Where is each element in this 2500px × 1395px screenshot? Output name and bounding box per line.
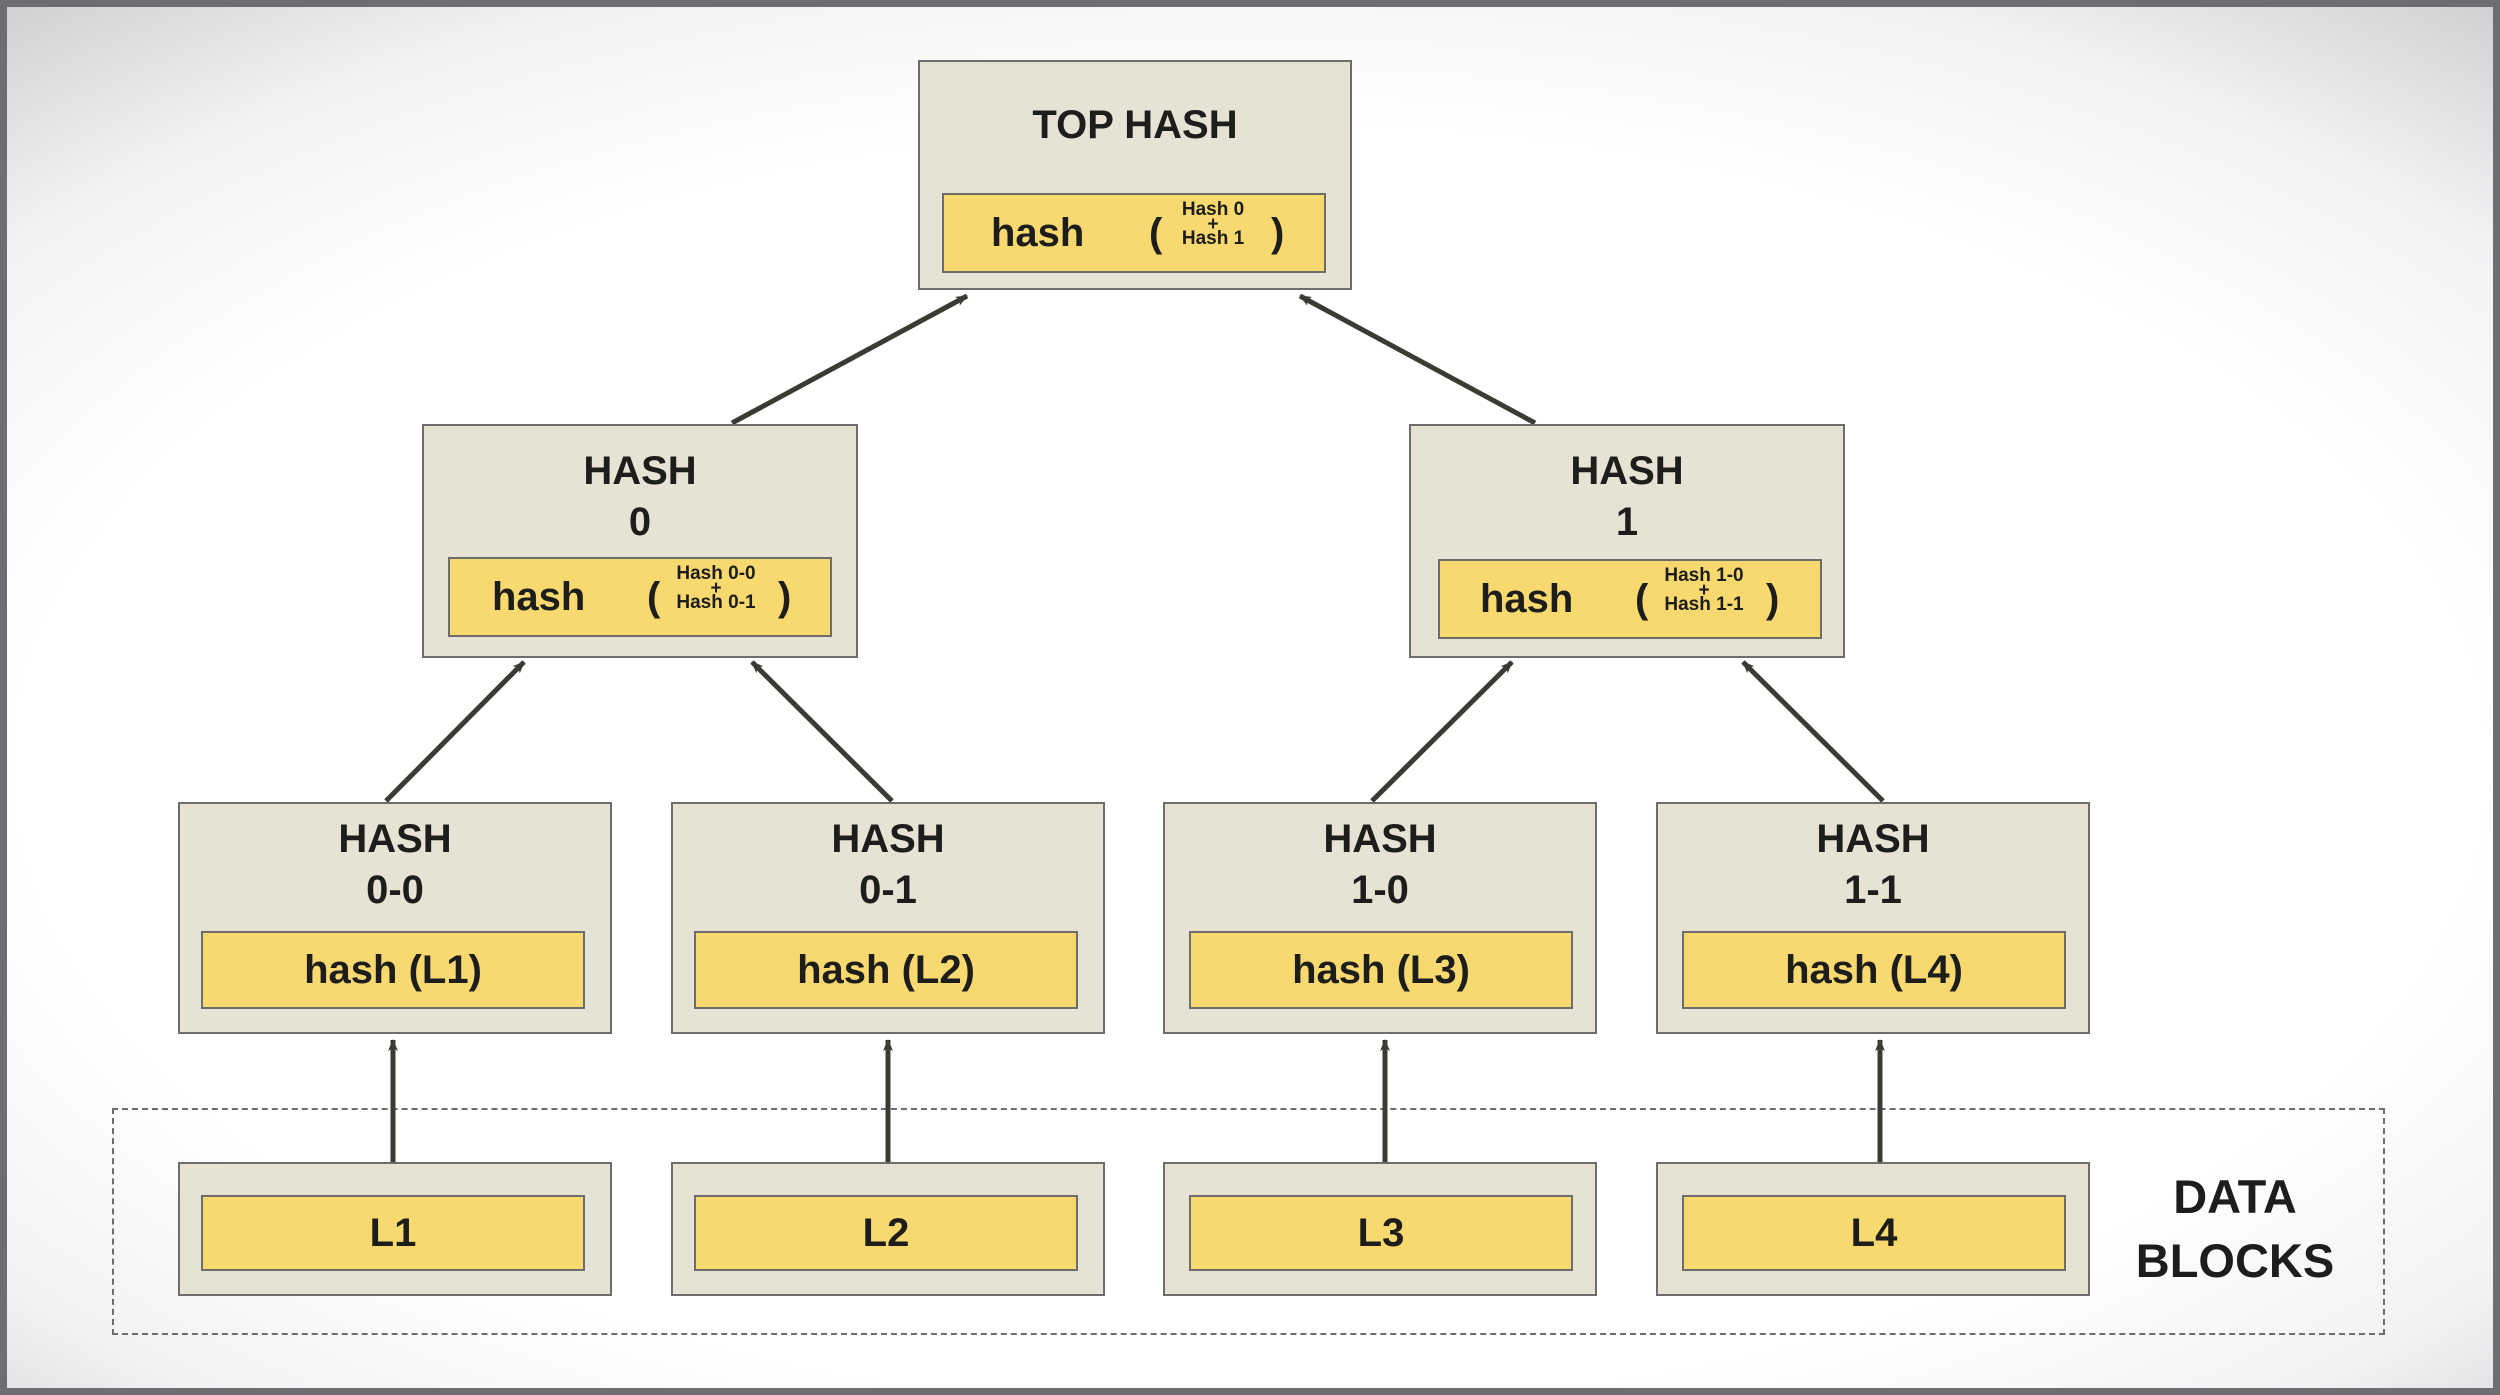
- hash-1-1-value: hash (L4): [1682, 931, 2066, 1009]
- hash-0-1-node: HASH 0-1 hash (L2): [671, 802, 1105, 1034]
- data-block-l1: L1: [178, 1162, 612, 1296]
- data-block-l2: L2: [671, 1162, 1105, 1296]
- data-block-l4-value: L4: [1682, 1195, 2066, 1271]
- hash-1-0-title: HASH 1-0: [1323, 817, 1437, 912]
- hash-0-0-title: HASH 0-0: [338, 817, 452, 912]
- data-block-l4: L4: [1656, 1162, 2090, 1296]
- top-hash-title: TOP HASH: [1032, 103, 1238, 147]
- data-block-l3-value: L3: [1189, 1195, 1573, 1271]
- hash-1-value: hash ( Hash 1-0 + Hash 1-1 ): [1438, 559, 1822, 639]
- data-blocks-label: DATA BLOCKS: [2135, 1170, 2335, 1287]
- hash-0-title: HASH 0: [583, 449, 697, 544]
- arrow-h10-to-h1: [1370, 660, 1514, 803]
- hash-1-title: HASH 1: [1570, 449, 1684, 544]
- hash-0-0-value: hash (L1): [201, 931, 585, 1009]
- top-hash-node: TOP HASH hash ( Hash 0 + Hash 1 ): [918, 60, 1352, 290]
- arrow-h11-to-h1: [1741, 660, 1885, 803]
- hash-inputs: Hash 0-0 + Hash 0-1: [676, 563, 756, 613]
- hash-0-value: hash ( Hash 0-0 + Hash 0-1 ): [448, 557, 832, 637]
- arrow-h1-to-top: [1298, 293, 1537, 426]
- hash-1-node: HASH 1 hash ( Hash 1-0 + Hash 1-1 ): [1409, 424, 1845, 658]
- hash-inputs: Hash 1-0 + Hash 1-1: [1664, 565, 1744, 615]
- data-blocks-region: [112, 1108, 2385, 1335]
- hash-inputs: Hash 0 + Hash 1: [1181, 199, 1245, 249]
- hash-0-node: HASH 0 hash ( Hash 0-0 + Hash 0-1 ): [422, 424, 858, 658]
- hash-1-1-title: HASH 1-1: [1816, 817, 1930, 912]
- arrow-h0-to-top: [730, 293, 969, 426]
- hash-0-0-node: HASH 0-0 hash (L1): [178, 802, 612, 1034]
- open-paren: (: [1149, 211, 1163, 255]
- data-block-l3: L3: [1163, 1162, 1597, 1296]
- open-paren: (: [1635, 577, 1649, 621]
- close-paren: ): [778, 575, 792, 619]
- hash-function-label: hash: [991, 211, 1085, 255]
- arrow-h01-to-h0: [750, 660, 894, 803]
- arrow-h00-to-h0: [384, 660, 526, 803]
- hash-1-1-node: HASH 1-1 hash (L4): [1656, 802, 2090, 1034]
- close-paren: ): [1271, 211, 1285, 255]
- data-block-l1-value: L1: [201, 1195, 585, 1271]
- open-paren: (: [647, 575, 661, 619]
- data-block-l2-value: L2: [694, 1195, 1078, 1271]
- hash-function-label: hash: [1480, 577, 1574, 621]
- hash-1-0-value: hash (L3): [1189, 931, 1573, 1009]
- hash-function-label: hash: [492, 575, 586, 619]
- close-paren: ): [1766, 577, 1780, 621]
- top-hash-value: hash ( Hash 0 + Hash 1 ): [942, 193, 1326, 273]
- hash-1-0-node: HASH 1-0 hash (L3): [1163, 802, 1597, 1034]
- hash-0-1-title: HASH 0-1: [831, 817, 945, 912]
- hash-0-1-value: hash (L2): [694, 931, 1078, 1009]
